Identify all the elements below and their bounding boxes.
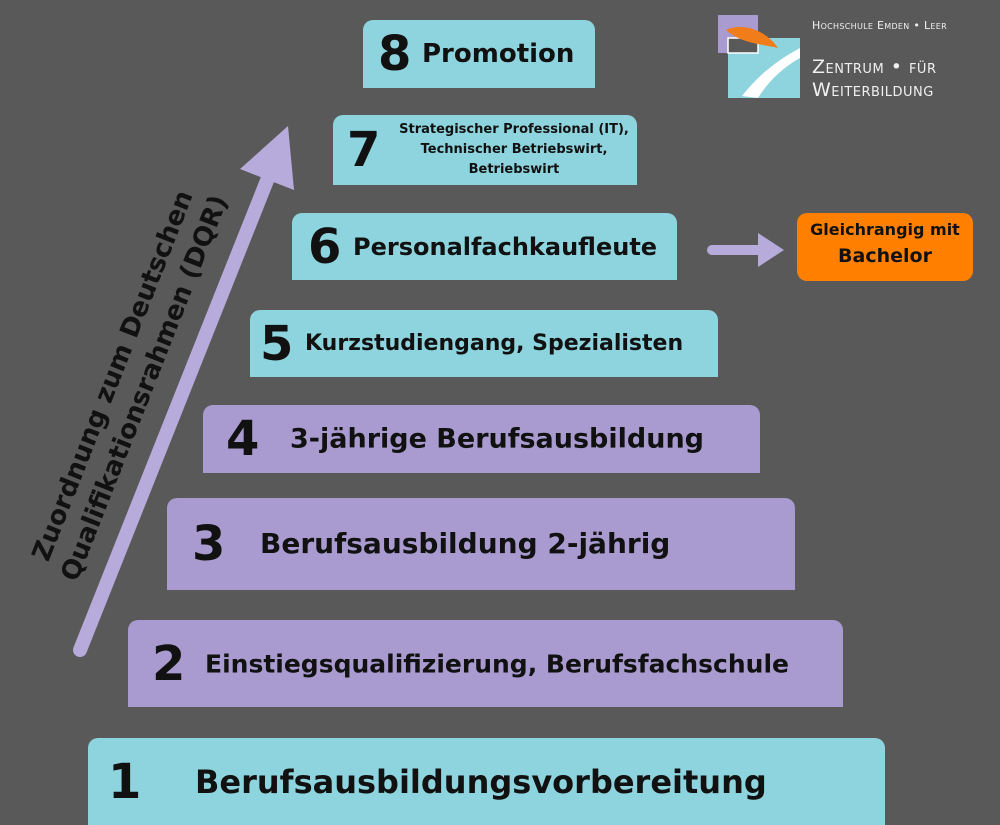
- level-label-line: Strategischer Professional (IT),: [399, 122, 629, 137]
- dqr-level-7: 7 Strategischer Professional (IT), Techn…: [333, 115, 637, 185]
- equivalence-line-2: Bachelor: [838, 245, 932, 267]
- level-number: 6: [308, 218, 342, 275]
- dqr-level-2: 2 Einstiegsqualifizierung, Berufsfachsch…: [128, 620, 843, 707]
- level-number: 7: [347, 122, 381, 178]
- dqr-level-1: 1 Berufsausbildungsvorbereitung: [88, 738, 885, 825]
- logo-institution: Hochschule Emden • Leer: [812, 19, 947, 32]
- level-label: Personalfachkaufleute: [353, 232, 658, 261]
- equivalence-arrow: [707, 233, 784, 267]
- level-label: Berufsausbildungsvorbereitung: [195, 762, 767, 801]
- level-label-line: Technischer Betriebswirt,: [420, 142, 608, 157]
- level-label: Promotion: [422, 39, 575, 69]
- level-label: Kurzstudiengang, Spezialisten: [305, 330, 684, 356]
- dqr-level-6: 6 Personalfachkaufleute: [292, 213, 677, 280]
- level-number: 3: [192, 516, 226, 572]
- logo-icon: [718, 15, 800, 98]
- dqr-level-3: 3 Berufsausbildung 2-jährig: [167, 498, 795, 590]
- dqr-level-8: 8 Promotion: [363, 20, 595, 88]
- logo-unit-line-2: Weiterbildung: [812, 79, 934, 101]
- level-label: Einstiegsqualifizierung, Berufsfachschul…: [205, 649, 789, 678]
- bachelor-equivalence-badge: Gleichrangig mit Bachelor: [797, 213, 973, 281]
- logo-unit-line-1: Zentrum • für: [812, 56, 937, 78]
- level-number: 5: [260, 315, 294, 372]
- level-number: 8: [378, 26, 412, 82]
- dqr-level-4: 4 3-jährige Berufsausbildung: [203, 405, 760, 473]
- level-number: 2: [152, 635, 186, 692]
- dqr-level-5: 5 Kurzstudiengang, Spezialisten: [250, 310, 718, 377]
- level-label: Strategischer Professional (IT), Technis…: [391, 120, 637, 180]
- equivalence-line-1: Gleichrangig mit: [810, 220, 960, 239]
- level-label: Berufsausbildung 2-jährig: [260, 527, 671, 560]
- level-number: 1: [108, 753, 142, 810]
- level-label: 3-jährige Berufsausbildung: [290, 423, 704, 455]
- level-label-line: Betriebswirt: [468, 162, 560, 177]
- level-number: 4: [226, 411, 260, 467]
